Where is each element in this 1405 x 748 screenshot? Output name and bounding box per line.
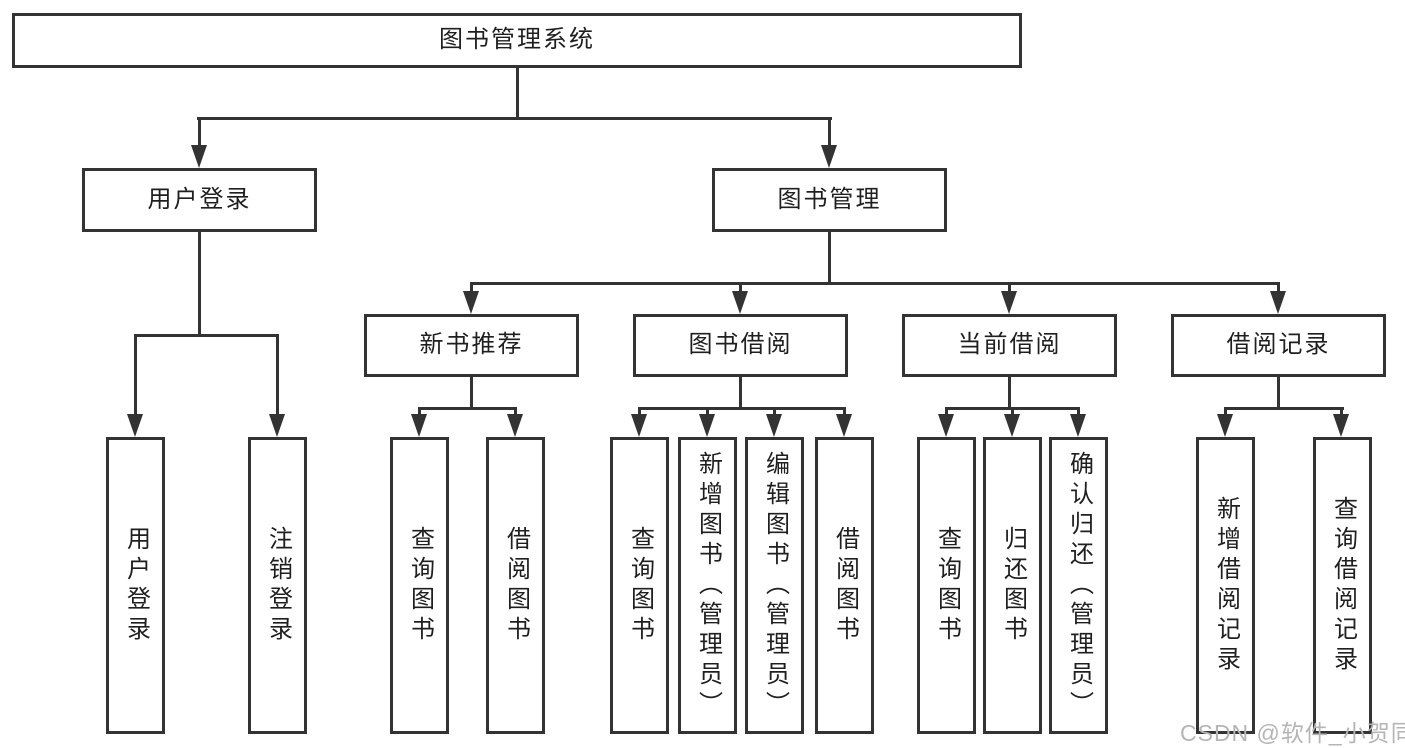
- connector-newbook-leafbranch: [418, 407, 517, 410]
- connector-user-login-leafbranch: [134, 334, 279, 337]
- node-label: 当前借阅: [957, 331, 1062, 359]
- arrow-down-icon: [1217, 414, 1233, 437]
- leaf-label: 查询借阅记录: [1329, 495, 1357, 676]
- node-user-login: 用户登录: [82, 168, 317, 232]
- connector-leaf-drop: [1077, 407, 1080, 415]
- node-system-root: 图书管理系统: [12, 13, 1022, 68]
- connector-leaf-drop: [514, 407, 517, 415]
- arrow-down-icon: [631, 414, 647, 437]
- connector-current-stem: [1008, 377, 1011, 407]
- leaf-label: 用户登录: [122, 525, 150, 646]
- leaf-return-book: 归还图书: [983, 437, 1042, 734]
- node-label: 用户登录: [147, 185, 252, 213]
- connector-leaf-drop: [1224, 407, 1227, 415]
- connector-leaf-drop: [1011, 407, 1014, 415]
- connector-leaf-drop: [1340, 407, 1343, 415]
- connector-leaf-drop: [945, 407, 948, 415]
- leaf-label: 查询图书: [406, 525, 434, 646]
- arrow-down-icon: [507, 414, 523, 437]
- connector-level2-branch: [197, 117, 832, 120]
- leaf-add-borrow-record: 新增借阅记录: [1196, 437, 1255, 734]
- leaf-edit-book-admin: 编辑图书（管理员）: [745, 437, 804, 734]
- leaf-query-books-borrow: 查询图书: [610, 437, 669, 734]
- leaf-borrow-books: 借阅图书: [815, 437, 874, 734]
- connector-level3-drop: [1008, 282, 1011, 292]
- node-label: 新书推荐: [419, 331, 524, 359]
- connector-book-mgmt-stem: [828, 232, 831, 284]
- leaf-confirm-return-admin: 确认归还（管理员）: [1049, 437, 1108, 734]
- arrow-down-icon: [411, 414, 427, 437]
- arrow-down-icon: [269, 414, 285, 437]
- arrow-down-icon: [191, 145, 207, 168]
- leaf-add-book-admin: 新增图书（管理员）: [678, 437, 737, 734]
- node-label: 图书管理: [777, 185, 882, 213]
- arrow-down-icon: [1004, 414, 1020, 437]
- node-label: 图书借阅: [688, 331, 793, 359]
- leaf-label: 新增图书（管理员）: [694, 450, 722, 721]
- leaf-label: 新增借阅记录: [1212, 495, 1240, 676]
- node-book-borrow: 图书借阅: [633, 314, 848, 377]
- node-current-borrow: 当前借阅: [902, 314, 1117, 377]
- connector-user-login-stem: [198, 232, 201, 334]
- connector-borrow-leafbranch: [638, 407, 846, 410]
- connector-book-mgmt-drop: [828, 117, 831, 147]
- arrow-down-icon: [463, 291, 479, 314]
- leaf-label: 归还图书: [999, 525, 1027, 646]
- connector-leaf-drop: [134, 334, 137, 415]
- connector-root-stem: [516, 68, 519, 118]
- connector-leaf-drop: [773, 407, 776, 415]
- watermark: CSDN @软件_小贺同学: [1180, 720, 1405, 746]
- connector-level3-drop: [739, 282, 742, 292]
- arrow-down-icon: [127, 414, 143, 437]
- arrow-down-icon: [1001, 291, 1017, 314]
- arrow-down-icon: [836, 414, 852, 437]
- arrow-down-icon: [1270, 291, 1286, 314]
- leaf-query-books-current: 查询图书: [917, 437, 976, 734]
- connector-level3-drop: [1277, 282, 1280, 292]
- node-label: 借阅记录: [1226, 331, 1331, 359]
- node-borrow-records: 借阅记录: [1171, 314, 1386, 377]
- arrow-down-icon: [938, 414, 954, 437]
- connector-level3-drop: [470, 282, 473, 292]
- connector-records-stem: [1277, 377, 1280, 407]
- connector-leaf-drop: [418, 407, 421, 415]
- connector-borrow-stem: [739, 377, 742, 407]
- leaf-label: 借阅图书: [502, 525, 530, 646]
- connector-leaf-drop: [276, 334, 279, 415]
- leaf-label: 查询图书: [933, 525, 961, 646]
- connector-user-login-drop: [198, 117, 201, 147]
- connector-leaf-drop: [706, 407, 709, 415]
- node-new-book-recommend: 新书推荐: [364, 314, 579, 377]
- leaf-label: 借阅图书: [831, 525, 859, 646]
- connector-leaf-drop: [843, 407, 846, 415]
- leaf-label: 查询图书: [626, 525, 654, 646]
- arrow-down-icon: [732, 291, 748, 314]
- arrow-down-icon: [1070, 414, 1086, 437]
- node-book-management: 图书管理: [712, 168, 947, 232]
- arrow-down-icon: [821, 145, 837, 168]
- leaf-user-login: 用户登录: [106, 437, 165, 734]
- arrow-down-icon: [1333, 414, 1349, 437]
- leaf-query-borrow-record: 查询借阅记录: [1313, 437, 1372, 734]
- connector-records-leafbranch: [1224, 407, 1344, 410]
- arrow-down-icon: [766, 414, 782, 437]
- leaf-logout: 注销登录: [248, 437, 307, 734]
- arrow-down-icon: [699, 414, 715, 437]
- leaf-label: 编辑图书（管理员）: [761, 450, 789, 721]
- leaf-label: 注销登录: [264, 525, 292, 646]
- node-label: 图书管理系统: [439, 26, 595, 54]
- connector-newbook-stem: [470, 377, 473, 407]
- leaf-borrow-books-recommend: 借阅图书: [486, 437, 545, 734]
- connector-leaf-drop: [638, 407, 641, 415]
- connector-level3-branch: [470, 282, 1280, 285]
- leaf-label: 确认归还（管理员）: [1065, 450, 1093, 721]
- leaf-query-books-recommend: 查询图书: [390, 437, 449, 734]
